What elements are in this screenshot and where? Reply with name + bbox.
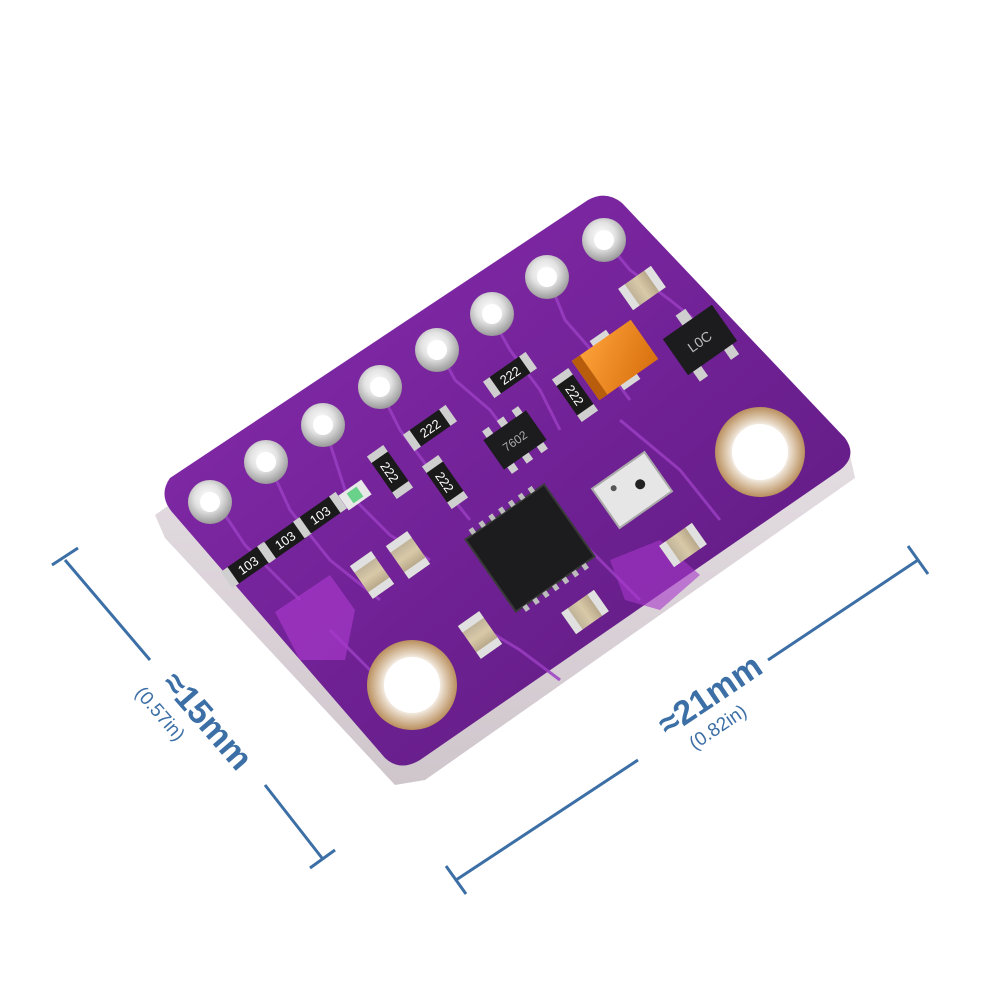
dimension-height	[51, 546, 336, 870]
dimension-height-label: ≈15mm (0.57in)	[131, 664, 260, 777]
dimension-height-line-bottom	[263, 784, 324, 859]
dimension-width-line-right	[767, 558, 919, 662]
dimension-height-cap-bottom	[309, 848, 336, 870]
capacitor-c1	[349, 551, 395, 599]
capacitor-c3	[457, 611, 503, 659]
header-pad-8	[582, 218, 626, 262]
dimension-height-line-top	[63, 559, 152, 661]
header-pad-3	[301, 403, 345, 447]
tantalum-capacitor	[571, 319, 659, 401]
capacitor-c4	[561, 589, 609, 635]
capacitors	[349, 265, 707, 659]
dimension-width-cap-left	[444, 865, 468, 895]
dimension-width-cap-right	[906, 545, 930, 575]
dimension-width-label: ≈21mm (0.82in)	[651, 647, 769, 755]
header-pad-7	[525, 255, 569, 299]
capacitor-c5	[659, 522, 707, 568]
main-sensor-chip	[464, 483, 596, 613]
capacitor-c2	[385, 531, 431, 579]
header-pad-5	[415, 328, 459, 372]
header-pad-2	[244, 440, 288, 484]
pcb-board: 103 103 103 222	[155, 195, 855, 785]
resistor-r5: 222	[402, 404, 458, 452]
copper-pour-left	[275, 575, 355, 660]
header-pad-4	[358, 365, 402, 409]
voltage-regulator: L0C	[662, 304, 740, 382]
dimension-width	[444, 545, 930, 895]
pressure-sensor	[590, 450, 674, 530]
led	[338, 479, 372, 511]
header-pad-6	[470, 292, 514, 336]
mounting-holes	[367, 407, 805, 730]
header-pad-1	[188, 480, 232, 524]
header-pads	[188, 218, 626, 524]
dimension-width-line-left	[455, 758, 639, 882]
capacitor-c6	[618, 265, 666, 311]
dimension-height-cap-top	[51, 546, 79, 567]
level-shifter-chip: 7602	[482, 406, 548, 474]
